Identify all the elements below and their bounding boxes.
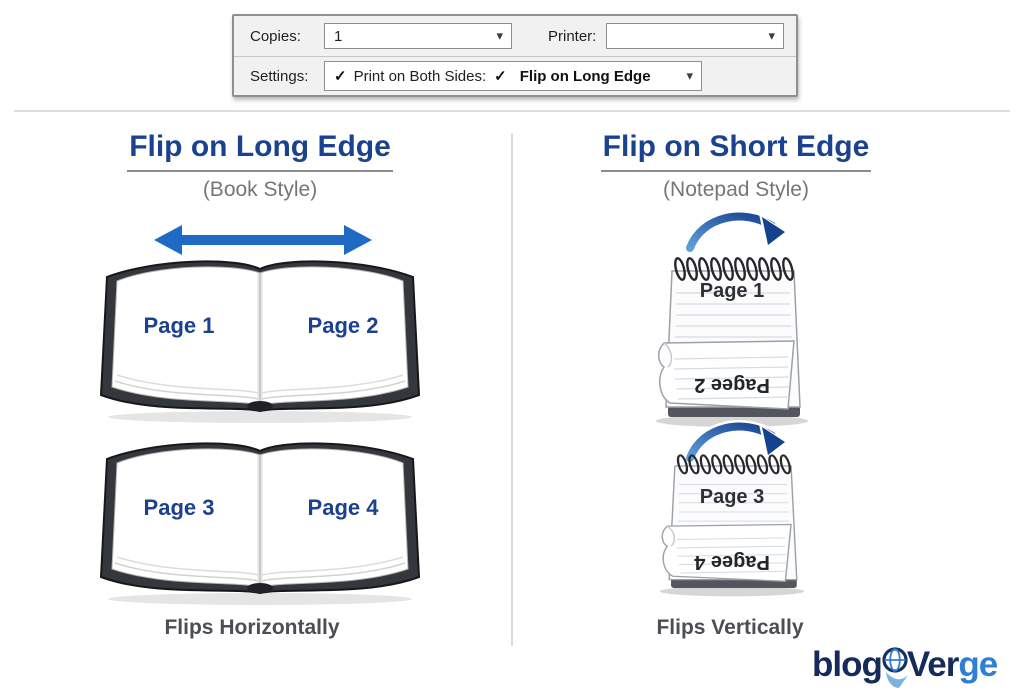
settings-option-value: Flip on Long Edge <box>519 67 651 85</box>
long-edge-caption: Flips Horizontally <box>164 616 340 639</box>
chevron-down-icon: ▾ <box>768 27 775 43</box>
dialog-row-settings: Settings: ✓ Print on Both Sides: ✓ Flip … <box>234 56 796 95</box>
copies-label: Copies: <box>250 27 301 45</box>
flip-over-arrow-icon <box>683 210 788 252</box>
short-edge-subtitle: (Notepad Style) <box>663 178 809 201</box>
chevron-down-icon: ▾ <box>496 27 503 43</box>
spiral-notepad-icon <box>659 454 805 597</box>
book-page-label: Page 4 <box>307 495 379 520</box>
logo-text-ver: Ver <box>906 644 959 684</box>
notepad-page-label: Page 3 <box>699 486 765 508</box>
logo-text-ge: ge <box>958 644 998 684</box>
copies-value: 1 <box>334 27 343 45</box>
open-book-icon <box>99 260 421 423</box>
notepad-pages-1-2: Page 1 Pagee 2 <box>648 247 816 429</box>
spiral-binding <box>674 257 794 281</box>
horizontal-divider <box>14 110 1010 112</box>
check-icon: ✓ <box>494 68 507 85</box>
book-page-label: Page 3 <box>143 495 215 520</box>
long-edge-subtitle: (Book Style) <box>202 178 318 201</box>
printer-label: Printer: <box>548 27 597 45</box>
notepad-page-label: Page 1 <box>699 280 765 302</box>
short-edge-title: Flip on Short Edge <box>600 130 872 172</box>
long-edge-heading: Flip on Long Edge (Book Style) <box>90 130 430 202</box>
notepad-flipped-page-label: Pagee 4 <box>694 551 770 573</box>
logo-text-blog: blog <box>812 644 883 684</box>
printer-select[interactable]: ▾ <box>606 23 784 49</box>
vertical-divider <box>511 133 513 646</box>
settings-option-prefix: Print on Both Sides: <box>353 67 487 85</box>
copies-select[interactable]: 1 ▾ <box>324 23 512 49</box>
horizontal-double-arrow-icon <box>154 225 372 255</box>
print-settings-dialog: Copies: 1 ▾ Printer: ▾ Settings: ✓ Print… <box>232 14 798 97</box>
notepad-pages-3-4: Page 3 Pagee 4 <box>652 446 812 598</box>
book-page-label: Page 1 <box>143 313 215 338</box>
check-icon: ✓ <box>334 68 347 85</box>
open-book-pages-3-4: Page 3 Page 4 <box>95 437 425 607</box>
open-book-pages-1-2: Page 1 Page 2 <box>95 255 425 425</box>
dialog-row-top: Copies: 1 ▾ Printer: ▾ <box>234 16 796 56</box>
long-edge-title: Flip on Long Edge <box>127 130 393 172</box>
flip-over-arrow-icon <box>683 420 788 462</box>
settings-select[interactable]: ✓ Print on Both Sides: ✓ Flip on Long Ed… <box>324 61 702 91</box>
spiral-binding <box>676 454 791 475</box>
open-book-icon <box>99 442 421 605</box>
globe-icon <box>882 647 908 688</box>
book-page-label: Page 2 <box>307 313 379 338</box>
spiral-notepad-icon <box>656 257 808 427</box>
settings-label: Settings: <box>250 67 309 85</box>
short-edge-caption: Flips Vertically <box>656 616 804 639</box>
chevron-down-icon: ▾ <box>686 67 693 83</box>
notepad-flipped-page-label: Pagee 2 <box>694 374 770 396</box>
short-edge-heading: Flip on Short Edge (Notepad Style) <box>566 130 906 202</box>
